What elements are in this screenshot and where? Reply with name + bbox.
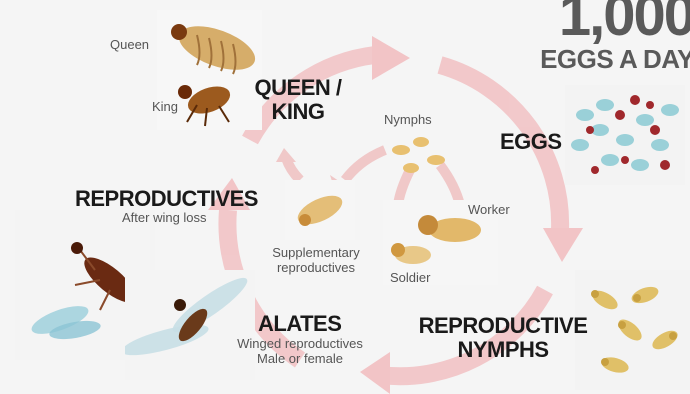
reproductive-nymphs-title: REPRODUCTIVE NYMPHS: [410, 314, 596, 362]
eggs-image: [565, 85, 685, 185]
eggs-title: EGGS: [500, 130, 562, 154]
nymphs-image: [386, 130, 456, 180]
alates-title: ALATES: [258, 312, 341, 336]
alates-description: Winged reproductives Male or female: [220, 336, 380, 366]
supplementary-line2: reproductives: [258, 260, 374, 275]
nymphs-label: Nymphs: [384, 112, 432, 127]
alates-line2: Male or female: [220, 351, 380, 366]
king-label: King: [152, 99, 178, 114]
queen-label: Queen: [110, 37, 149, 52]
alates-line1: Winged reproductives: [220, 336, 380, 351]
headline-number: 1,000: [540, 0, 690, 46]
queen-king-title-line1: QUEEN /: [248, 76, 348, 100]
soldier-label: Soldier: [390, 270, 430, 285]
reproductives-title: REPRODUCTIVES: [75, 187, 258, 211]
queen-king-title-line2: KING: [248, 100, 348, 124]
reproductive-nymphs-line2: NYMPHS: [410, 338, 596, 362]
worker-label: Worker: [468, 202, 510, 217]
headline-caption: EGGS A DAY: [540, 46, 690, 72]
supplementary-reproductives-label: Supplementary reproductives: [258, 245, 374, 275]
reproductive-nymphs-line1: REPRODUCTIVE: [410, 314, 596, 338]
headline: 1,000 EGGS A DAY: [540, 0, 690, 72]
reproductives-subtitle: After wing loss: [122, 210, 207, 225]
queen-king-title: QUEEN / KING: [248, 76, 348, 124]
supplementary-reproductives-image: [285, 180, 355, 240]
supplementary-line1: Supplementary: [258, 245, 374, 260]
